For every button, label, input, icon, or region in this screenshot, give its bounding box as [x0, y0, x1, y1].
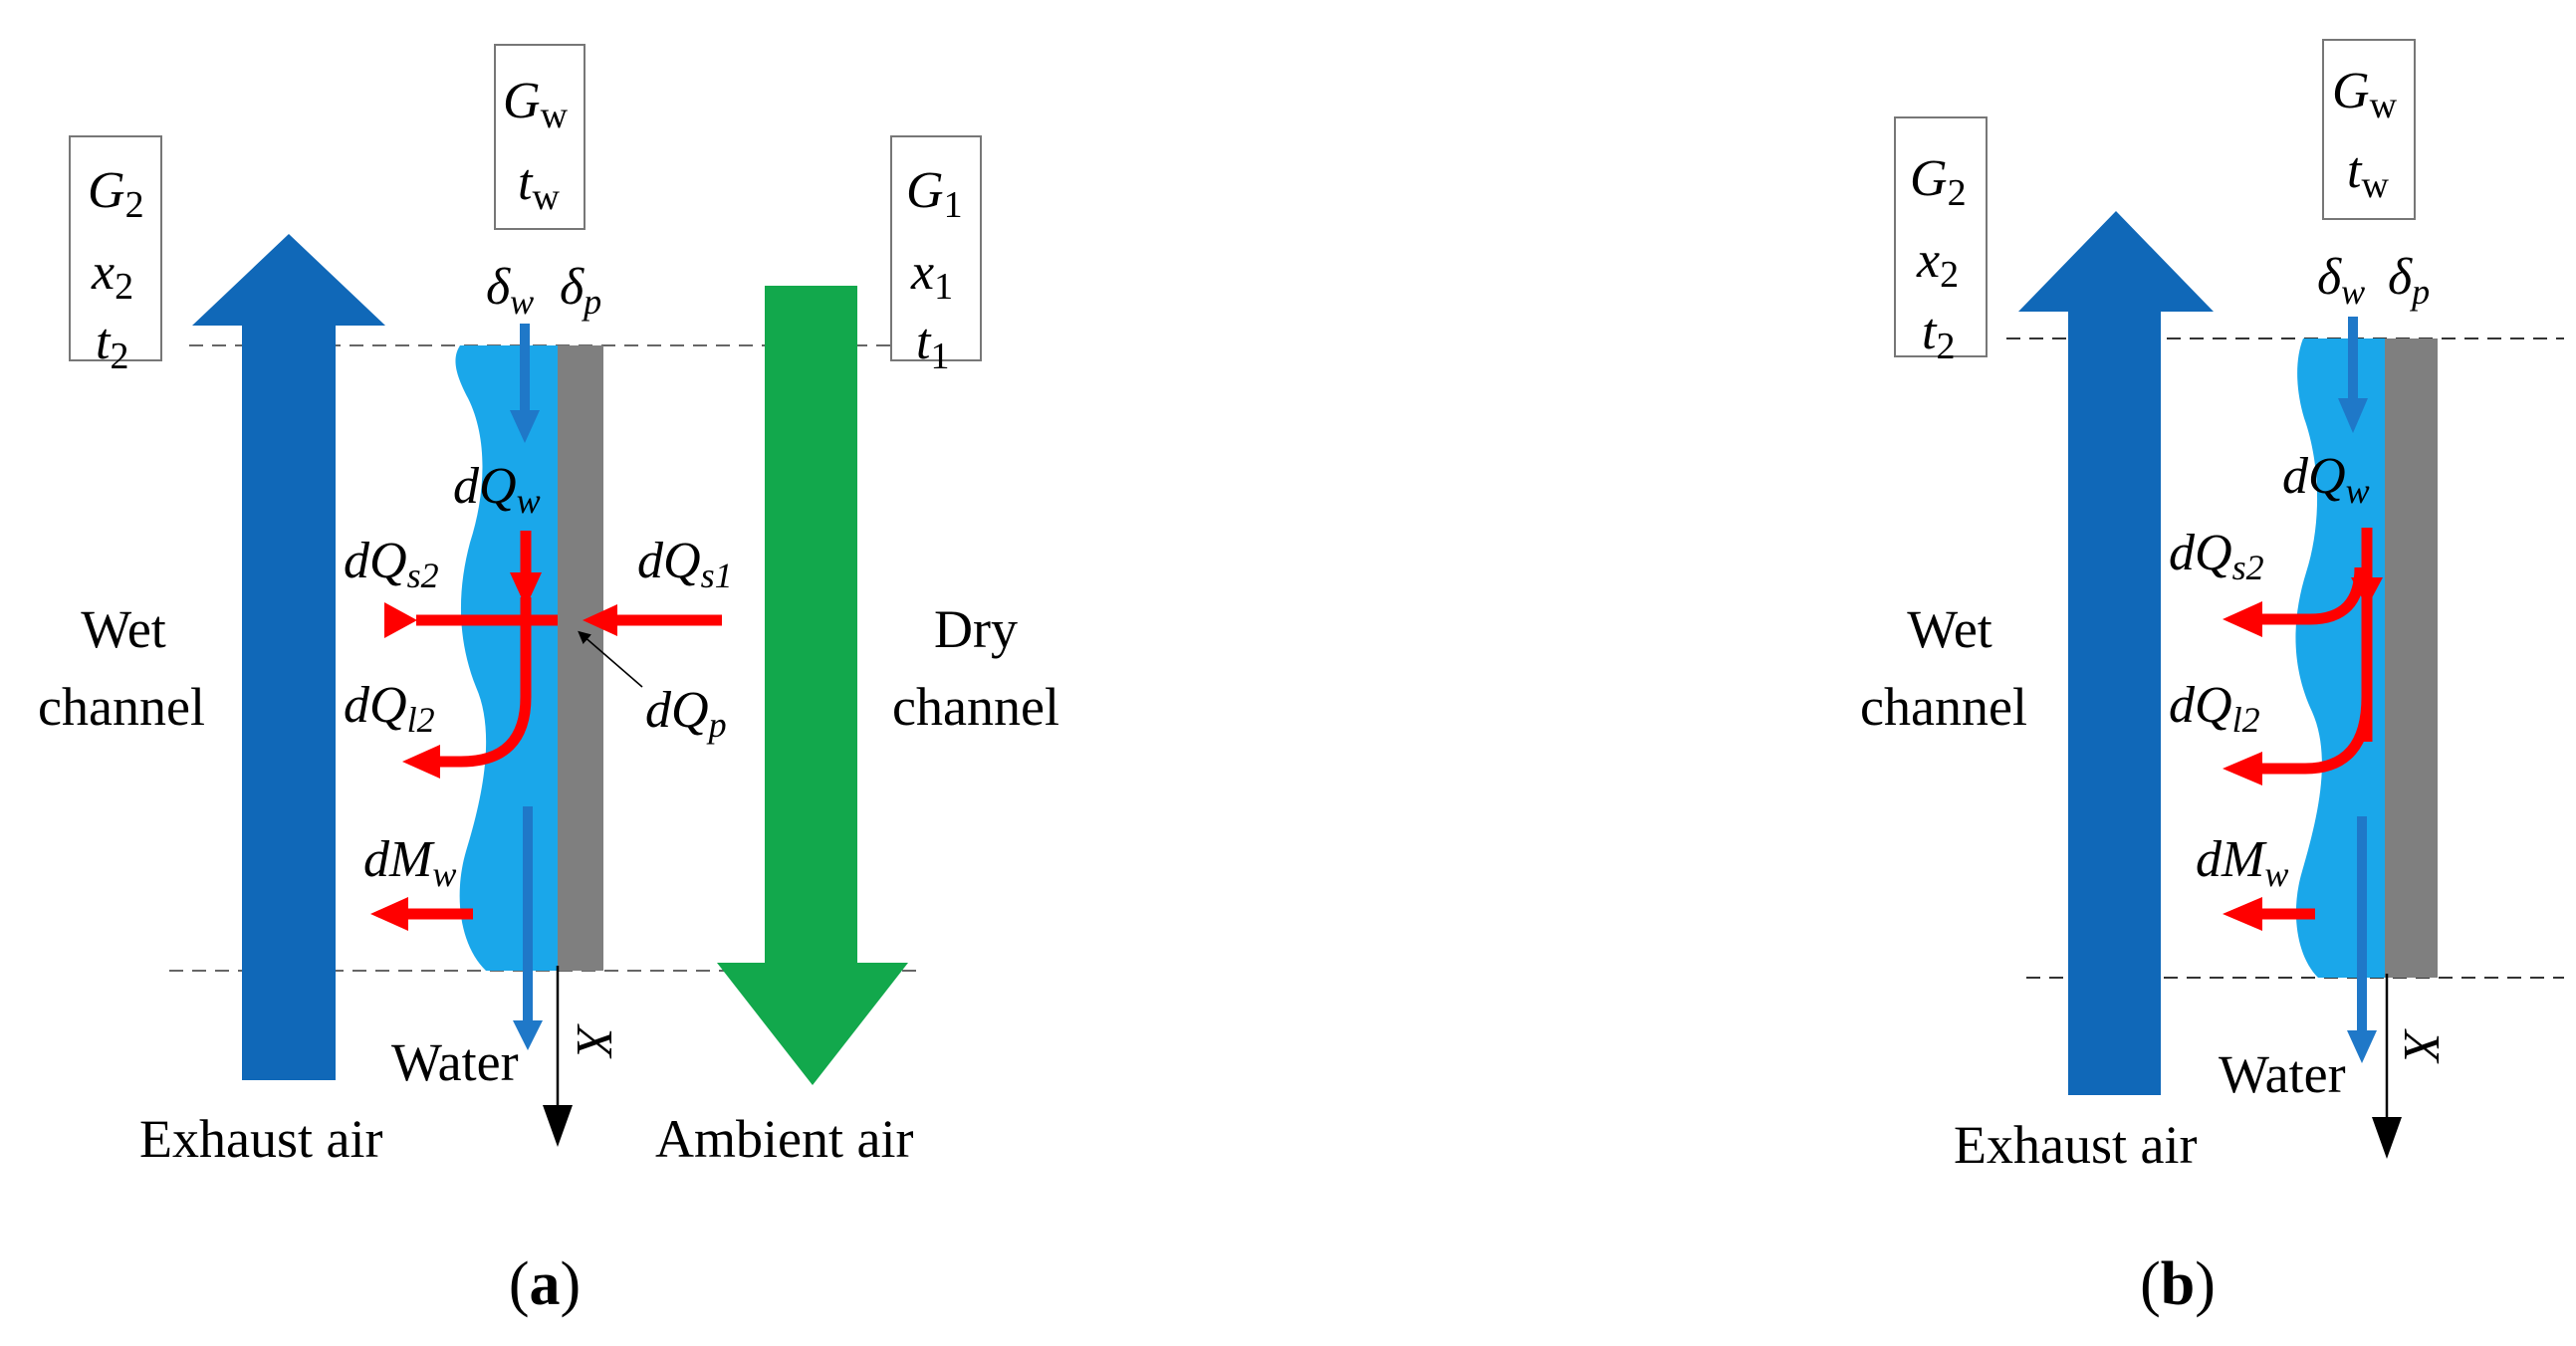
water-state-box-b — [2322, 39, 2416, 220]
wet-air-state-box-b — [1894, 116, 1988, 357]
wet-box-x-b: x2 — [1916, 232, 1959, 296]
water-box-t: tw — [518, 154, 560, 218]
water-state-box — [494, 44, 585, 230]
plate — [558, 345, 603, 971]
x-axis-arrowhead-b — [2372, 1117, 2402, 1159]
water-label-b: Water — [2219, 1044, 2346, 1104]
dry-channel-label-line2: channel — [892, 677, 1059, 737]
water-label: Water — [391, 1032, 519, 1092]
ambient-air-arrow — [717, 286, 908, 1085]
dQs2-label: dQs2 — [344, 533, 439, 595]
wet-air-state-box — [69, 135, 162, 361]
dry-air-state-box — [890, 135, 982, 361]
x-axis-label-b: X — [2393, 1028, 2450, 1064]
dry-channel-label-line1: Dry — [934, 599, 1018, 659]
water-box-G-b: Gw — [2332, 63, 2398, 126]
dQw-label: dQw — [453, 458, 541, 521]
delta-w-label: δw — [486, 259, 534, 322]
plate-b — [2385, 338, 2438, 978]
caption-a: (a) — [509, 1250, 581, 1318]
heat-flow-arrows — [403, 531, 722, 920]
heat-flow-arrowheads-b — [2223, 577, 2383, 931]
wet-box-G-b: G2 — [1910, 150, 1967, 214]
exhaust-air-arrow — [192, 234, 385, 1080]
x-axis-arrowhead — [543, 1105, 573, 1147]
wet-box-G: G2 — [88, 162, 144, 226]
wet-channel-label-line2-b: channel — [1860, 677, 2027, 737]
wet-channel-label-line1: Wet — [81, 599, 166, 659]
panel-a: G2 x2 t2 Gw tw G1 x1 t1 δw δp dQw dQs2 d… — [38, 44, 1059, 1318]
ambient-air-label: Ambient air — [655, 1109, 913, 1169]
delta-p-label-b: δp — [2388, 249, 2430, 312]
wet-channel-label-line2: channel — [38, 677, 205, 737]
dQs1-label: dQs1 — [637, 533, 733, 595]
dQw-label-b: dQw — [2282, 448, 2370, 511]
exhaust-air-label-b: Exhaust air — [1954, 1115, 2197, 1175]
dry-box-x: x1 — [910, 244, 953, 308]
wet-box-t: t2 — [96, 314, 128, 377]
dQp-pointer — [578, 630, 643, 688]
water-arrow-top — [510, 324, 540, 443]
exhaust-air-arrow-b — [2018, 211, 2214, 1095]
wet-channel-label-line1-b: Wet — [1907, 599, 1992, 659]
delta-p-label: δp — [560, 259, 601, 322]
water-box-t-b: tw — [2347, 142, 2389, 206]
water-arrow-bottom — [513, 806, 543, 1050]
dry-box-t: t1 — [916, 314, 949, 377]
panel-b: G2 x2 t2 Gw tw δw δp dQw dQs2 dQl2 dMw W… — [1860, 39, 2564, 1318]
dQl2-label: dQl2 — [344, 677, 435, 740]
water-box-G: Gw — [503, 73, 569, 136]
dMw-label: dMw — [363, 831, 456, 894]
wet-box-x: x2 — [91, 244, 133, 308]
dMw-label-b: dMw — [2196, 831, 2288, 894]
delta-w-label-b: δw — [2317, 249, 2365, 312]
water-arrow-bottom-b — [2347, 816, 2377, 1063]
heat-flow-arrowheads — [370, 572, 617, 931]
x-axis-label: X — [566, 1023, 622, 1059]
dQs2-label-b: dQs2 — [2169, 525, 2264, 587]
exhaust-air-label: Exhaust air — [139, 1109, 382, 1169]
wet-box-t-b: t2 — [1922, 304, 1955, 367]
water-arrow-top-b — [2338, 317, 2368, 433]
caption-b: (b) — [2140, 1250, 2216, 1318]
dry-box-G: G1 — [906, 162, 963, 226]
dQl2-label-b: dQl2 — [2169, 677, 2260, 740]
dQp-label: dQp — [645, 682, 727, 745]
water-film — [455, 345, 558, 971]
